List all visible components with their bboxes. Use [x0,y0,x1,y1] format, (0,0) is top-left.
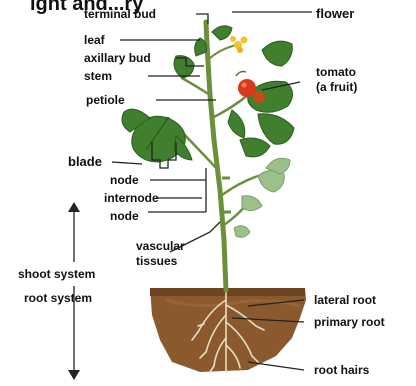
flower [230,36,248,53]
lower-leaves [234,158,290,237]
label-stem: stem [84,69,112,83]
label-shoot-system: shoot system [18,267,95,281]
label-flower: flower [316,6,354,21]
label-axillary-bud: axillary bud [84,51,151,65]
label-tomato: tomato [316,65,356,79]
label-petiole: petiole [86,93,125,107]
left-leaf [122,109,192,162]
label-leaf: leaf [84,33,106,47]
label-tissues: tissues [136,254,178,268]
label-vascular: vascular [136,239,185,253]
label-lateral-root: lateral root [314,293,376,307]
label-root-hairs: root hairs [314,363,370,377]
label-tomato-note: (a fruit) [316,80,357,94]
label-terminal-bud: terminal bud [84,7,156,21]
label-node-lower: node [110,209,139,223]
label-node-upper: node [110,173,139,187]
label-root-system: root system [24,291,92,305]
label-blade: blade [68,154,102,169]
label-primary-root: primary root [314,315,385,329]
label-internode: internode [104,191,159,205]
soil [150,288,306,372]
